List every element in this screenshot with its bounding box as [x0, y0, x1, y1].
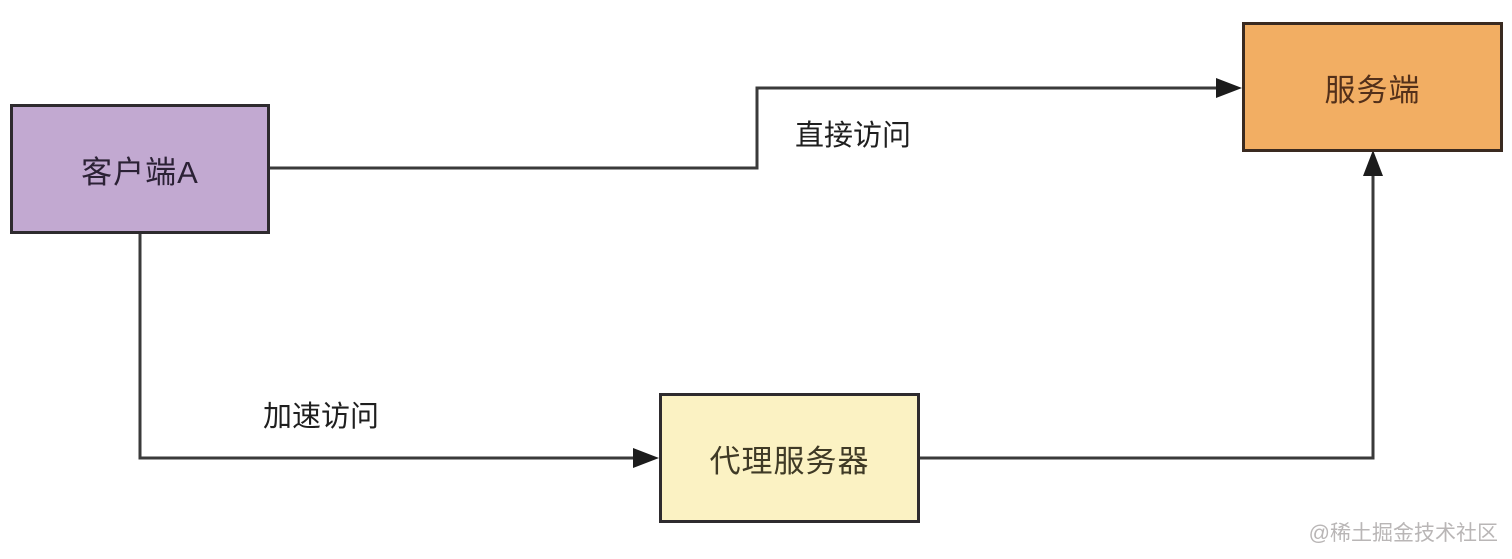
edge-label-accelerated-access: 加速访问	[263, 401, 380, 433]
edge-accelerated-access-arrowhead	[633, 448, 659, 468]
edge-proxy-to-server-line	[920, 172, 1375, 460]
edge-direct-access-line	[270, 86, 1220, 170]
node-client-a-label: 客户端A	[81, 154, 199, 190]
node-server: 服务端	[1242, 22, 1503, 152]
node-server-label: 服务端	[1324, 72, 1421, 108]
edge-label-direct-access: 直接访问	[795, 120, 912, 152]
node-client-a: 客户端A	[10, 104, 270, 234]
node-proxy-server-label: 代理服务器	[709, 443, 870, 479]
edge-direct-access-arrowhead	[1216, 78, 1242, 98]
watermark: @稀土掘金技术社区	[1308, 522, 1498, 545]
edge-accelerated-access-line	[138, 234, 637, 460]
edge-proxy-to-server-arrowhead	[1363, 150, 1383, 176]
node-proxy-server: 代理服务器	[659, 393, 920, 523]
